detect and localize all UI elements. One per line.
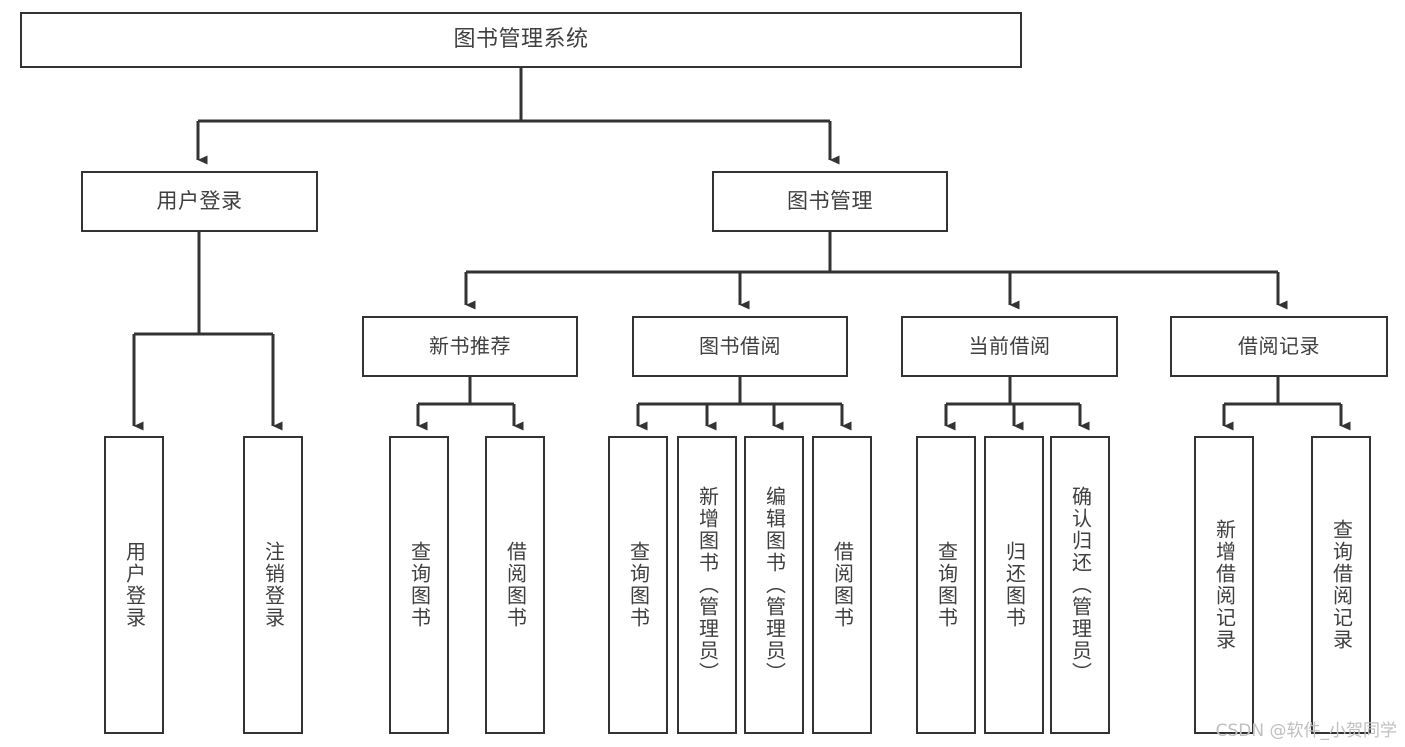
node-current-borrow[interactable]: 当前借阅 bbox=[901, 316, 1118, 377]
leaf-current-return-book-label: 归还图书 bbox=[1002, 541, 1027, 629]
node-book-management[interactable]: 图书管理 bbox=[712, 171, 948, 232]
node-new-book-recommend[interactable]: 新书推荐 bbox=[362, 316, 578, 377]
leaf-user-login-1-label: 用户登录 bbox=[122, 541, 147, 629]
leaf-borrow-borrow-book[interactable]: 借阅图书 bbox=[812, 436, 872, 734]
leaf-user-logout-label: 注销登录 bbox=[261, 541, 286, 629]
csdn-watermark: CSDN @软件_小贺同学 bbox=[1215, 721, 1397, 741]
leaf-user-logout[interactable]: 注销登录 bbox=[243, 436, 303, 734]
leaf-current-return-book[interactable]: 归还图书 bbox=[984, 436, 1044, 734]
node-user-login-label: 用户登录 bbox=[156, 188, 243, 213]
leaf-current-confirm-return-label: 确认归还（管理员） bbox=[1068, 486, 1093, 684]
leaf-current-query-book-label: 查询图书 bbox=[934, 541, 959, 629]
node-root-system-label: 图书管理系统 bbox=[453, 26, 589, 52]
node-new-book-recommend-label: 新书推荐 bbox=[429, 334, 511, 359]
leaf-record-add[interactable]: 新增借阅记录 bbox=[1194, 436, 1254, 734]
leaf-new-book-query[interactable]: 查询图书 bbox=[389, 436, 449, 734]
node-current-borrow-label: 当前借阅 bbox=[968, 334, 1051, 359]
leaf-borrow-add-book-label: 新增图书（管理员） bbox=[695, 486, 720, 684]
leaf-new-book-borrow-label: 借阅图书 bbox=[503, 541, 528, 629]
leaf-record-query[interactable]: 查询借阅记录 bbox=[1311, 436, 1371, 734]
leaf-new-book-query-label: 查询图书 bbox=[407, 541, 432, 629]
node-book-management-label: 图书管理 bbox=[787, 188, 873, 213]
leaf-user-login-1[interactable]: 用户登录 bbox=[104, 436, 164, 734]
node-book-borrow[interactable]: 图书借阅 bbox=[632, 316, 848, 377]
node-user-login[interactable]: 用户登录 bbox=[81, 171, 318, 232]
leaf-new-book-borrow[interactable]: 借阅图书 bbox=[485, 436, 545, 734]
node-root-system[interactable]: 图书管理系统 bbox=[20, 12, 1022, 68]
node-borrow-record-label: 借阅记录 bbox=[1238, 334, 1320, 359]
node-borrow-record[interactable]: 借阅记录 bbox=[1170, 316, 1388, 377]
leaf-borrow-add-book[interactable]: 新增图书（管理员） bbox=[677, 436, 737, 734]
leaf-record-query-label: 查询借阅记录 bbox=[1329, 519, 1354, 651]
leaf-borrow-edit-book[interactable]: 编辑图书（管理员） bbox=[744, 436, 804, 734]
node-book-borrow-label: 图书借阅 bbox=[699, 334, 781, 359]
leaf-borrow-edit-book-label: 编辑图书（管理员） bbox=[762, 486, 787, 684]
leaf-current-confirm-return[interactable]: 确认归还（管理员） bbox=[1050, 436, 1110, 734]
leaf-borrow-borrow-book-label: 借阅图书 bbox=[830, 541, 855, 629]
leaf-borrow-query-book[interactable]: 查询图书 bbox=[608, 436, 668, 734]
leaf-record-add-label: 新增借阅记录 bbox=[1212, 519, 1237, 651]
leaf-borrow-query-book-label: 查询图书 bbox=[626, 541, 651, 629]
leaf-current-query-book[interactable]: 查询图书 bbox=[916, 436, 976, 734]
